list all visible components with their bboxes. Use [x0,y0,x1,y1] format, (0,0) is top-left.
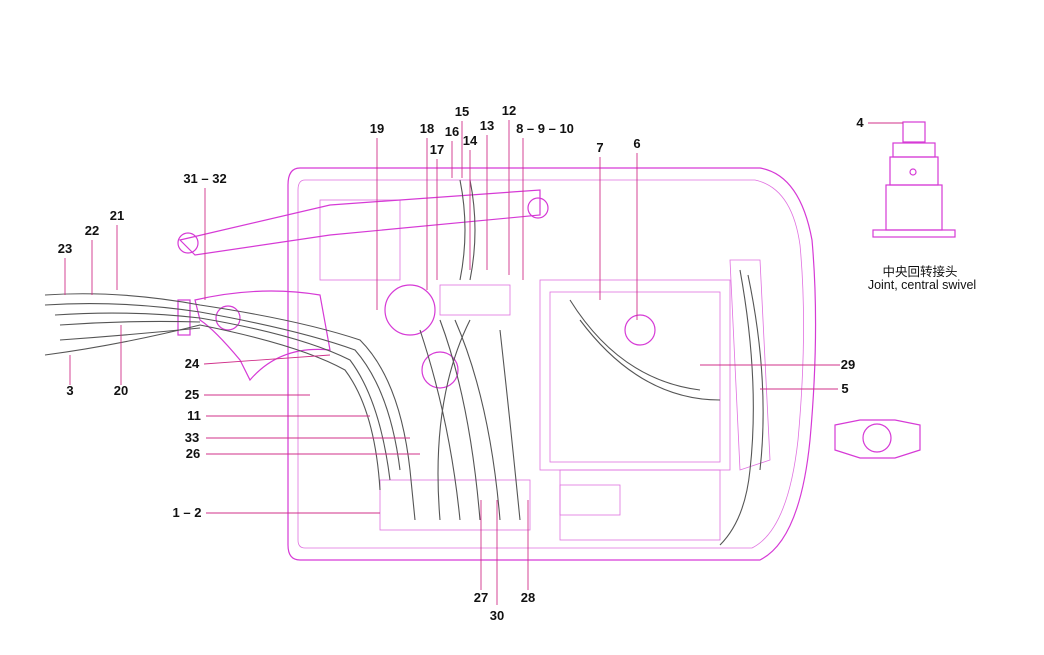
part-label: 14 [463,133,478,148]
part-label: 33 [185,430,199,445]
part-label: 25 [185,387,199,402]
part-label: 17 [430,142,444,157]
part-label: 19 [370,121,384,136]
part-label: 28 [521,590,535,605]
part-label: 23 [58,241,72,256]
part-label: 21 [110,208,124,223]
part-label: 31 – 32 [183,171,226,186]
part-label: 27 [474,590,488,605]
swivel-caption-en: Joint, central swivel [867,278,977,292]
part-label: 7 [596,140,603,155]
part-label: 30 [490,608,504,623]
frame-outline [177,167,817,561]
part-label: 15 [455,104,469,119]
part-label: 5 [841,381,848,396]
part-label: 11 [187,408,201,423]
part-label: 16 [445,124,459,139]
part-label: 12 [502,103,516,118]
part-label: 18 [420,121,434,136]
part-label: 8 – 9 – 10 [516,121,574,136]
part-label: 4 [856,115,864,130]
part-label: 24 [185,356,200,371]
leader-line [203,354,331,365]
part-label: 26 [186,446,200,461]
part-label: 13 [480,118,494,133]
hose-bundle [44,179,764,546]
section-symbol [834,419,921,459]
part-label: 20 [114,383,128,398]
swivel-caption-cn: 中央回转接头 [882,265,958,279]
part-label: 6 [633,136,640,151]
part-label: 1 – 2 [173,505,202,520]
part-label: 3 [66,383,73,398]
part-label: 29 [841,357,855,372]
swivel-joint-drawing [872,121,956,238]
part-label: 22 [85,223,99,238]
